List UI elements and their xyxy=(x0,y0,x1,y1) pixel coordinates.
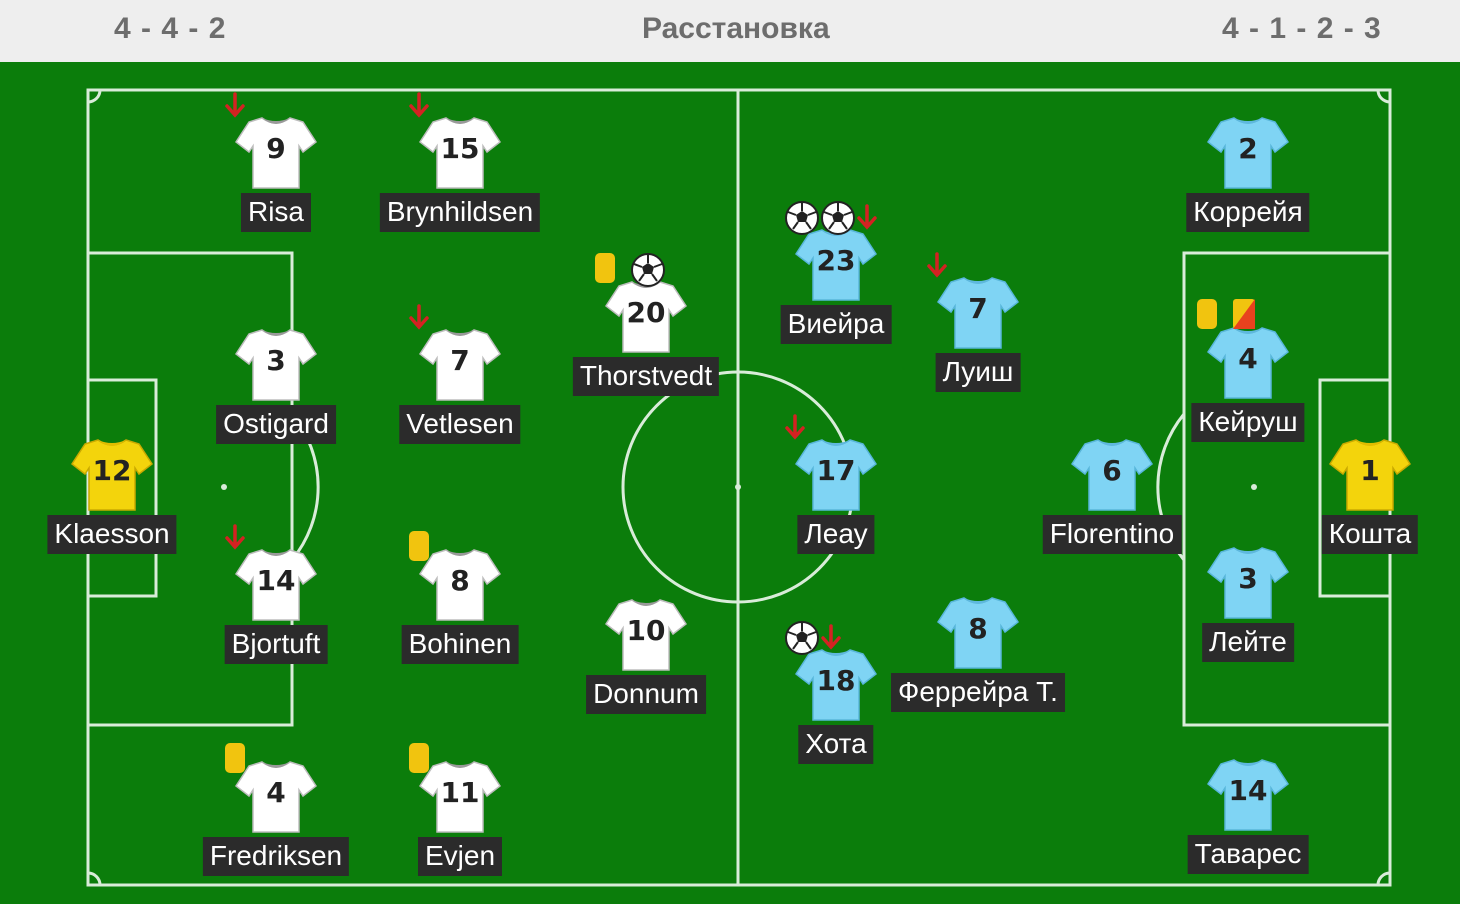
player-name[interactable]: Evjen xyxy=(417,837,503,876)
shirt-icon xyxy=(604,278,688,354)
player-name[interactable]: Donnum xyxy=(586,675,706,714)
player-number: 3 xyxy=(266,344,286,377)
shirt-icon xyxy=(794,646,878,722)
player-name[interactable]: Bohinen xyxy=(401,625,519,664)
shirt-icon xyxy=(794,436,878,512)
player-number: 14 xyxy=(1228,774,1268,807)
player-name[interactable]: Виейра xyxy=(780,305,892,344)
goal-ball-icon xyxy=(784,200,820,236)
player-number: 6 xyxy=(1102,454,1122,487)
player-name[interactable]: Klaesson xyxy=(47,515,177,554)
lineup-title: Расстановка xyxy=(642,12,830,45)
substitution-arrow-icon xyxy=(784,414,806,442)
goal-ball-icon xyxy=(630,252,666,288)
player-name[interactable]: Хота xyxy=(798,725,874,764)
shirt-icon xyxy=(794,226,878,302)
player-name[interactable]: Таварес xyxy=(1187,835,1309,874)
goalkeeper-shirt-icon xyxy=(70,436,154,512)
player-number: 8 xyxy=(968,612,988,645)
player-number: 15 xyxy=(440,132,480,165)
player-name[interactable]: Florentino xyxy=(1042,515,1182,554)
substitution-arrow-icon xyxy=(926,252,948,280)
shirt-icon xyxy=(234,114,318,190)
player-name[interactable]: Brynhildsen xyxy=(379,193,541,232)
player-number: 9 xyxy=(266,132,286,165)
shirt-icon xyxy=(936,594,1020,670)
shirt-icon xyxy=(234,326,318,402)
shirt-icon xyxy=(418,546,502,622)
substitution-arrow-icon xyxy=(408,304,430,332)
player-name[interactable]: Risa xyxy=(240,193,312,232)
shirt-icon xyxy=(418,326,502,402)
player-number: 10 xyxy=(626,614,666,647)
player-name[interactable]: Лейте xyxy=(1202,623,1294,662)
shirt-icon xyxy=(418,114,502,190)
goal-ball-icon xyxy=(820,200,856,236)
player-number: 4 xyxy=(1238,342,1258,375)
shirt-icon xyxy=(936,274,1020,350)
player-number: 1 xyxy=(1360,454,1380,487)
shirt-icon xyxy=(418,758,502,834)
player-name[interactable]: Леау xyxy=(797,515,875,554)
shirt-icon xyxy=(1206,114,1290,190)
shirt-icon xyxy=(604,596,688,672)
player-name[interactable]: Кошта xyxy=(1321,515,1419,554)
substitution-arrow-icon xyxy=(224,92,246,120)
home-formation: 4 - 4 - 2 xyxy=(114,12,227,45)
player-number: 3 xyxy=(1238,562,1258,595)
yellow-card-icon xyxy=(594,252,618,284)
player-name[interactable]: Феррейра Т. xyxy=(891,673,1065,712)
player-name[interactable]: Ostigard xyxy=(216,405,336,444)
player-name[interactable]: Луиш xyxy=(935,353,1021,392)
player-name[interactable]: Thorstvedt xyxy=(572,357,720,396)
substitution-arrow-icon xyxy=(224,524,246,552)
goalkeeper-shirt-icon xyxy=(1328,436,1412,512)
player-name[interactable]: Bjortuft xyxy=(224,625,328,664)
player-number: 14 xyxy=(256,564,296,597)
player-number: 12 xyxy=(92,454,132,487)
yellow-card-icon xyxy=(408,742,432,774)
second-yellow-card-icon xyxy=(1232,298,1256,330)
away-formation: 4 - 1 - 2 - 3 xyxy=(1222,12,1382,45)
player-number: 7 xyxy=(968,292,988,325)
yellow-card-icon xyxy=(224,742,248,774)
player-name[interactable]: Кейруш xyxy=(1191,403,1305,442)
goal-ball-icon xyxy=(784,620,820,656)
substitution-arrow-icon xyxy=(820,624,842,652)
player-number: 2 xyxy=(1238,132,1258,165)
player-number: 23 xyxy=(816,244,856,277)
player-number: 7 xyxy=(450,344,470,377)
player-name[interactable]: Vetlesen xyxy=(399,405,521,444)
player-number: 18 xyxy=(816,664,856,697)
shirt-icon xyxy=(234,758,318,834)
shirt-icon xyxy=(234,546,318,622)
shirt-icon xyxy=(1070,436,1154,512)
shirt-icon xyxy=(1206,756,1290,832)
lineup-header: 4 - 4 - 2 Расстановка 4 - 1 - 2 - 3 xyxy=(0,0,1460,62)
player-number: 17 xyxy=(816,454,856,487)
player-name[interactable]: Fredriksen xyxy=(202,837,350,876)
yellow-card-icon xyxy=(408,530,432,562)
player-number: 11 xyxy=(440,776,480,809)
substitution-arrow-icon xyxy=(408,92,430,120)
player-name[interactable]: Коррейя xyxy=(1186,193,1310,232)
player-number: 4 xyxy=(266,776,286,809)
shirt-icon xyxy=(1206,324,1290,400)
shirt-icon xyxy=(1206,544,1290,620)
yellow-card-icon xyxy=(1196,298,1220,330)
substitution-arrow-icon xyxy=(856,204,878,232)
player-number: 8 xyxy=(450,564,470,597)
player-number: 20 xyxy=(626,296,666,329)
